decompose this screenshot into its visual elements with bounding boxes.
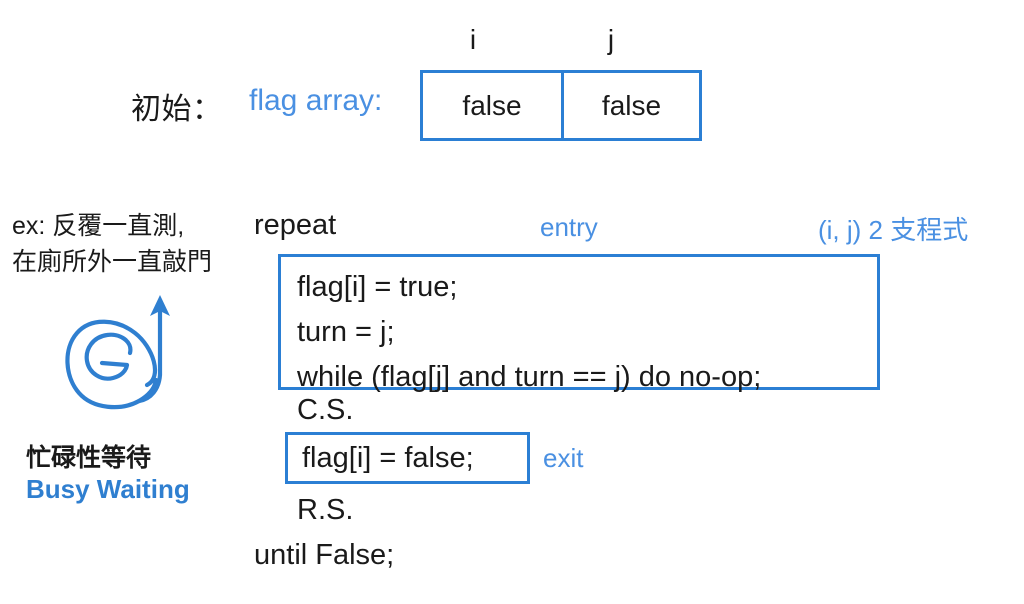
exit-code-line: flag[i] = false; xyxy=(302,441,474,474)
flag-array-box: false false xyxy=(420,70,702,141)
entry-section-tag: entry xyxy=(540,212,598,242)
init-prefix-label: 初始： xyxy=(131,93,223,126)
flag-array-label: flag array: xyxy=(249,84,383,117)
exit-section-tag: exit xyxy=(543,443,584,473)
entry-code-line-2: turn = j; xyxy=(297,316,395,348)
flag-array-cell-j: false xyxy=(561,73,699,138)
until-keyword: until False; xyxy=(254,539,395,571)
array-index-label-i: i xyxy=(469,24,477,55)
exit-section-box: flag[i] = false; xyxy=(285,432,530,484)
busy-waiting-spiral-icon xyxy=(55,285,205,425)
array-index-label-j: j xyxy=(607,24,615,55)
entry-section-box: flag[i] = true; turn = j; while (flag[j]… xyxy=(278,254,880,393)
flag-array-cell-i: false xyxy=(462,89,522,121)
example-note-line-2: 在廁所外一直敲門 xyxy=(12,248,213,276)
entry-code-line-3: while (flag[j] and turn == j) do no-op; xyxy=(297,361,762,393)
remainder-section-label: R.S. xyxy=(297,494,354,526)
busy-waiting-label-cjk: 忙碌性等待 xyxy=(26,444,152,472)
repeat-keyword: repeat xyxy=(254,209,337,241)
critical-section-label: C.S. xyxy=(297,394,354,426)
process-count-note: (i, j) 2 支程式 xyxy=(818,215,969,245)
example-note-line-1: ex: 反覆一直測, xyxy=(12,212,185,240)
busy-waiting-label-en: Busy Waiting xyxy=(26,474,190,504)
entry-code-line-1: flag[i] = true; xyxy=(297,271,458,303)
